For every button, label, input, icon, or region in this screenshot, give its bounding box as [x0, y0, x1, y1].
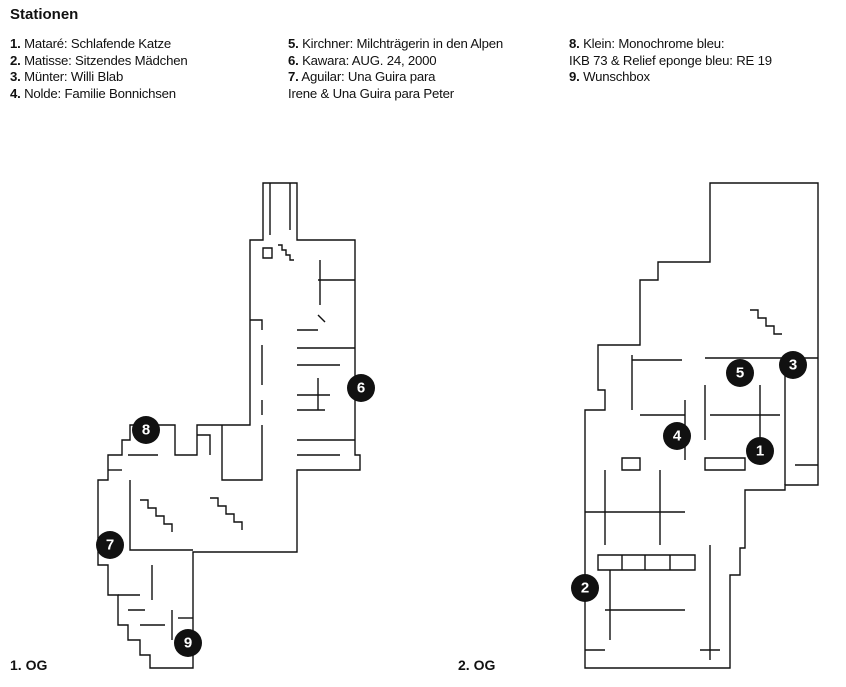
legend-text: Münter: Willi Blab	[24, 69, 124, 84]
floor-plan-1og	[97, 182, 361, 669]
legend-text: Irene & Una Guira para Peter	[288, 85, 454, 101]
station-number: 7	[106, 537, 114, 554]
legend-item: Irene & Una Guira para Peter	[288, 86, 503, 103]
legend-number: 9.	[569, 69, 580, 84]
legend-text: Aguilar: Una Guira para	[301, 69, 436, 84]
legend-item: 7. Aguilar: Una Guira para	[288, 69, 503, 86]
station-number: 4	[673, 428, 682, 445]
legend-number: 1.	[10, 36, 21, 51]
station-number: 1	[756, 443, 764, 460]
legend-item: 8. Klein: Monochrome bleu:	[569, 36, 772, 53]
legend-text: Klein: Monochrome bleu:	[583, 36, 725, 51]
legend-text: Mataré: Schlafende Katze	[24, 36, 172, 51]
station-number: 2	[581, 580, 589, 597]
legend-item: 3. Münter: Willi Blab	[10, 69, 187, 86]
legend-item: 9. Wunschbox	[569, 69, 772, 86]
station-number: 9	[184, 635, 192, 652]
station-marker-8[interactable]: 8	[132, 416, 160, 444]
floor-label-2og: 2. OG	[458, 657, 496, 673]
legend-column-2: 5. Kirchner: Milchträgerin in den Alpen …	[288, 36, 503, 102]
legend-item: 5. Kirchner: Milchträgerin in den Alpen	[288, 36, 503, 53]
legend-text: Matisse: Sitzendes Mädchen	[24, 52, 188, 68]
legend-text: Nolde: Familie Bonnichsen	[24, 85, 176, 101]
station-marker-4[interactable]: 4	[663, 422, 691, 450]
legend-item: 6. Kawara: AUG. 24, 2000	[288, 53, 503, 70]
legend-item: 2. Matisse: Sitzendes Mädchen	[10, 52, 188, 70]
station-marker-3[interactable]: 3	[779, 351, 807, 379]
station-marker-6[interactable]: 6	[347, 374, 375, 402]
floor-label-1og: 1. OG	[10, 657, 48, 673]
legend-title: Stationen	[10, 6, 79, 23]
legend-text: IKB 73 & Relief eponge bleu: RE 19	[569, 52, 772, 68]
legend-text: Kawara: AUG. 24, 2000	[302, 52, 437, 68]
legend-item: IKB 73 & Relief eponge bleu: RE 19	[569, 53, 772, 70]
station-marker-9[interactable]: 9	[174, 629, 202, 657]
station-number: 5	[736, 365, 744, 382]
station-marker-7[interactable]: 7	[96, 531, 124, 559]
floor-plan-2og	[584, 182, 819, 669]
legend-number: 6.	[288, 52, 299, 68]
legend-number: 5.	[288, 36, 299, 51]
station-marker-2[interactable]: 2	[571, 574, 599, 602]
station-number: 6	[357, 380, 365, 397]
legend-column-3: 8. Klein: Monochrome bleu: IKB 73 & Reli…	[569, 36, 772, 86]
legend-number: 7.	[288, 69, 299, 84]
legend-column-1: 1. Mataré: Schlafende Katze 2. Matisse: …	[10, 36, 188, 103]
station-number: 3	[789, 357, 797, 374]
station-marker-1[interactable]: 1	[746, 437, 774, 465]
legend-item: 4. Nolde: Familie Bonnichsen	[10, 86, 187, 103]
legend-number: 3.	[10, 69, 21, 84]
station-marker-5[interactable]: 5	[726, 359, 754, 387]
legend-number: 4.	[10, 85, 21, 101]
legend-number: 8.	[569, 36, 580, 51]
legend-text: Wunschbox	[583, 69, 650, 84]
legend-number: 2.	[10, 52, 21, 68]
legend-item: 1. Mataré: Schlafende Katze	[10, 36, 187, 53]
legend-text: Kirchner: Milchträgerin in den Alpen	[302, 36, 504, 51]
station-number: 8	[142, 422, 150, 439]
